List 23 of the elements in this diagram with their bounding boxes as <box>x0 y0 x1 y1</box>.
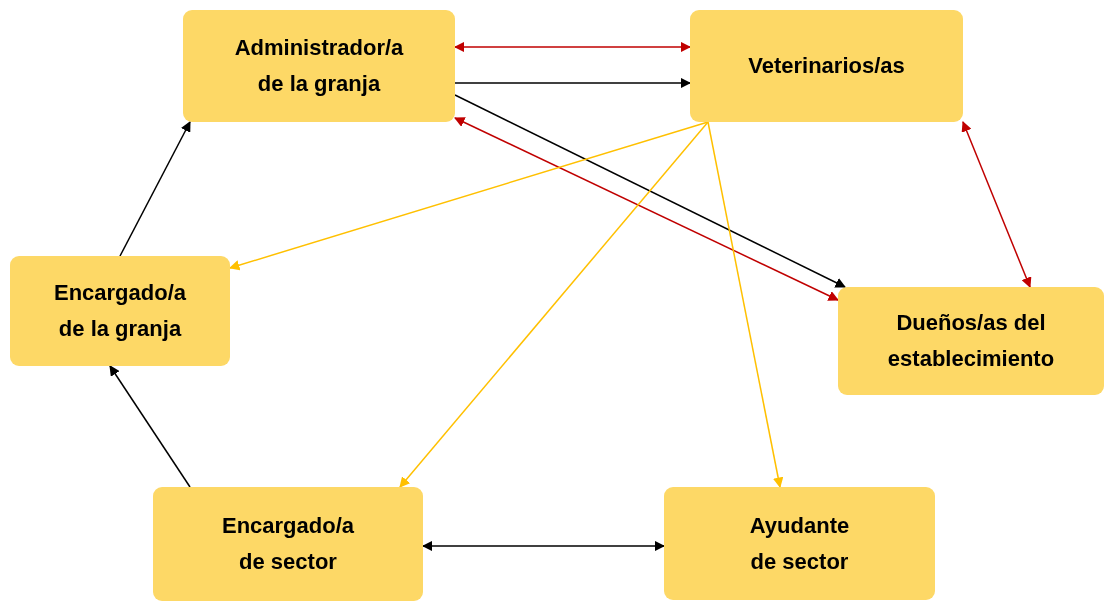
role-label: Veterinarios/as <box>748 52 905 80</box>
arrow <box>961 121 1032 288</box>
role-box <box>10 256 230 366</box>
role-label: Encargado/a de la granja <box>52 279 187 343</box>
role-box <box>183 10 455 122</box>
role-box <box>690 10 963 122</box>
arrow <box>119 121 191 257</box>
role-label: Encargado/a de sector <box>220 512 355 576</box>
arrow <box>399 121 709 488</box>
role-label: Ayudante de sector <box>748 511 851 576</box>
role-box <box>153 487 423 601</box>
arrow <box>454 94 846 288</box>
role-label: Dueños/as del establecimiento <box>886 309 1056 373</box>
arrow <box>109 365 191 488</box>
arrow <box>454 117 839 301</box>
role-label: Administrador/a de la granja <box>233 34 405 98</box>
arrow <box>707 121 784 489</box>
arrow <box>453 41 692 53</box>
role-box <box>838 287 1104 395</box>
arrow <box>421 540 666 552</box>
arrow <box>454 77 692 89</box>
arrow <box>229 121 709 271</box>
role-box <box>664 487 935 600</box>
